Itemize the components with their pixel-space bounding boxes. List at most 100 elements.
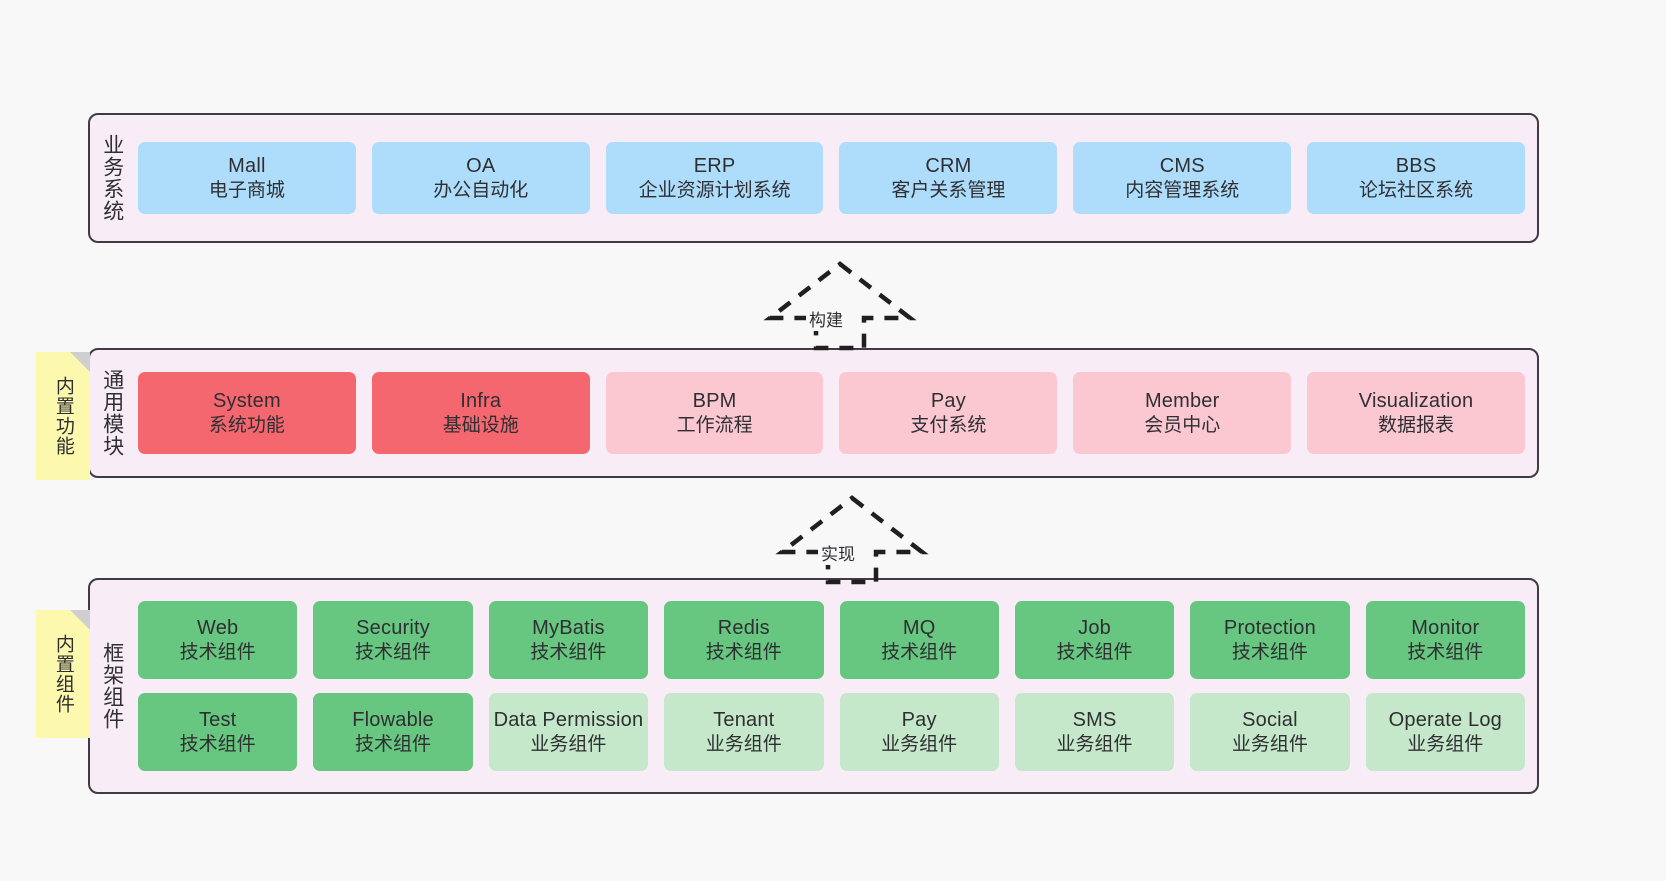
card-pay[interactable]: Pay 支付系统 <box>839 372 1058 454</box>
card-subtitle: 技术组件 <box>179 733 256 755</box>
layer-framework-components-body: Web 技术组件 Security 技术组件 MyBatis 技术组件 Redi… <box>134 580 1537 792</box>
card-test[interactable]: Test 技术组件 <box>138 693 298 771</box>
card-title: Pay <box>901 708 937 731</box>
card-crm[interactable]: CRM 客户关系管理 <box>839 142 1058 214</box>
card-subtitle: 技术组件 <box>355 641 432 663</box>
card-subtitle: 电子商城 <box>208 179 285 201</box>
card-title: Job <box>1078 616 1111 639</box>
arrow-label-implement: 实现 <box>818 540 858 565</box>
card-subtitle: 技术组件 <box>881 641 958 663</box>
card-title: Pay <box>930 389 966 412</box>
card-pay-component[interactable]: Pay 业务组件 <box>839 693 999 771</box>
card-visualization[interactable]: Visualization 数据报表 <box>1307 372 1525 454</box>
card-social[interactable]: Social 业务组件 <box>1190 693 1350 771</box>
card-title: System <box>212 389 281 412</box>
card-subtitle: 内容管理系统 <box>1125 179 1240 201</box>
card-subtitle: 论坛社区系统 <box>1359 179 1474 201</box>
card-title: SMS <box>1072 708 1117 731</box>
card-title: Member <box>1144 389 1220 412</box>
card-title: Protection <box>1223 616 1316 639</box>
card-subtitle: 业务组件 <box>881 733 958 755</box>
card-title: Data Permission <box>493 708 644 731</box>
card-subtitle: 客户关系管理 <box>891 179 1006 201</box>
card-data-permission[interactable]: Data Permission 业务组件 <box>488 693 649 771</box>
card-title: Visualization <box>1358 389 1474 412</box>
card-title: BPM <box>692 389 737 412</box>
card-flowable[interactable]: Flowable 技术组件 <box>313 693 473 771</box>
layer-common-modules-body: System 系统功能 Infra 基础设施 BPM 工作流程 Pay 支付系统… <box>134 350 1537 476</box>
card-subtitle: 业务组件 <box>1231 733 1308 755</box>
card-subtitle: 技术组件 <box>1056 641 1133 663</box>
card-subtitle: 数据报表 <box>1378 414 1455 436</box>
card-subtitle: 企业资源计划系统 <box>638 179 791 201</box>
card-subtitle: 支付系统 <box>910 414 987 436</box>
card-member[interactable]: Member 会员中心 <box>1073 372 1292 454</box>
card-title: MyBatis <box>532 616 605 639</box>
card-row: System 系统功能 Infra 基础设施 BPM 工作流程 Pay 支付系统… <box>138 372 1525 454</box>
card-subtitle: 技术组件 <box>705 641 782 663</box>
card-mq[interactable]: MQ 技术组件 <box>839 601 999 679</box>
card-title: CMS <box>1159 154 1205 177</box>
card-subtitle: 业务组件 <box>1407 733 1484 755</box>
card-monitor[interactable]: Monitor 技术组件 <box>1365 601 1525 679</box>
card-system[interactable]: System 系统功能 <box>138 372 356 454</box>
card-bbs[interactable]: BBS 论坛社区系统 <box>1307 142 1525 214</box>
sticky-note-text: 内置组件 <box>52 634 74 714</box>
card-title: ERP <box>693 154 736 177</box>
layer-framework-components-title: 框架组件 <box>100 642 124 730</box>
card-row: Test 技术组件 Flowable 技术组件 Data Permission … <box>138 693 1525 771</box>
card-mall[interactable]: Mall 电子商城 <box>138 142 356 214</box>
card-subtitle: 技术组件 <box>355 733 432 755</box>
card-cms[interactable]: CMS 内容管理系统 <box>1073 142 1292 214</box>
card-title: Mall <box>228 154 266 177</box>
uml-realization-arrow-implement: 实现 <box>772 492 932 587</box>
card-operate-log[interactable]: Operate Log 业务组件 <box>1365 693 1525 771</box>
card-subtitle: 基础设施 <box>442 414 519 436</box>
card-bpm[interactable]: BPM 工作流程 <box>605 372 824 454</box>
card-title: Operate Log <box>1388 708 1503 731</box>
card-title: Web <box>197 616 239 639</box>
card-row: Mall 电子商城 OA 办公自动化 ERP 企业资源计划系统 CRM 客户关系… <box>138 142 1525 214</box>
card-tenant[interactable]: Tenant 业务组件 <box>664 693 824 771</box>
layer-business-systems: 业务系统 Mall 电子商城 OA 办公自动化 ERP 企业资源计划系统 CRM… <box>88 113 1539 243</box>
card-erp[interactable]: ERP 企业资源计划系统 <box>605 142 824 214</box>
card-subtitle: 系统功能 <box>208 414 285 436</box>
layer-common-modules-title: 通用模块 <box>100 369 124 457</box>
layer-business-systems-body: Mall 电子商城 OA 办公自动化 ERP 企业资源计划系统 CRM 客户关系… <box>134 115 1537 241</box>
card-infra[interactable]: Infra 基础设施 <box>371 372 590 454</box>
card-security[interactable]: Security 技术组件 <box>313 601 473 679</box>
layer-business-systems-title: 业务系统 <box>100 134 124 222</box>
sticky-note-builtin-components: 内置组件 <box>36 610 90 738</box>
card-title: OA <box>466 154 496 177</box>
card-row: Web 技术组件 Security 技术组件 MyBatis 技术组件 Redi… <box>138 601 1525 679</box>
card-web[interactable]: Web 技术组件 <box>138 601 298 679</box>
card-subtitle: 技术组件 <box>1407 641 1484 663</box>
sticky-note-text: 内置功能 <box>52 376 74 456</box>
card-subtitle: 会员中心 <box>1144 414 1221 436</box>
card-subtitle: 业务组件 <box>1056 733 1133 755</box>
card-sms[interactable]: SMS 业务组件 <box>1014 693 1175 771</box>
card-title: Infra <box>460 389 502 412</box>
card-oa[interactable]: OA 办公自动化 <box>371 142 590 214</box>
card-redis[interactable]: Redis 技术组件 <box>664 601 824 679</box>
card-title: Test <box>198 708 237 731</box>
layer-framework-components: 框架组件 Web 技术组件 Security 技术组件 MyBatis 技术组件… <box>88 578 1539 794</box>
card-title: MQ <box>902 616 936 639</box>
sticky-note-builtin-features: 内置功能 <box>36 352 90 480</box>
card-subtitle: 办公自动化 <box>433 179 529 201</box>
card-subtitle: 工作流程 <box>676 414 753 436</box>
card-subtitle: 技术组件 <box>530 641 607 663</box>
card-title: Tenant <box>713 708 775 731</box>
layer-common-modules: 通用模块 System 系统功能 Infra 基础设施 BPM 工作流程 Pay… <box>88 348 1539 478</box>
card-subtitle: 技术组件 <box>1231 641 1308 663</box>
card-job[interactable]: Job 技术组件 <box>1014 601 1175 679</box>
uml-generalization-arrow-build: 构建 <box>760 258 920 353</box>
card-title: CRM <box>925 154 972 177</box>
arrow-label-build: 构建 <box>806 306 846 331</box>
card-title: Security <box>356 616 430 639</box>
card-title: BBS <box>1395 154 1437 177</box>
card-mybatis[interactable]: MyBatis 技术组件 <box>488 601 649 679</box>
card-protection[interactable]: Protection 技术组件 <box>1190 601 1350 679</box>
card-title: Flowable <box>352 708 434 731</box>
